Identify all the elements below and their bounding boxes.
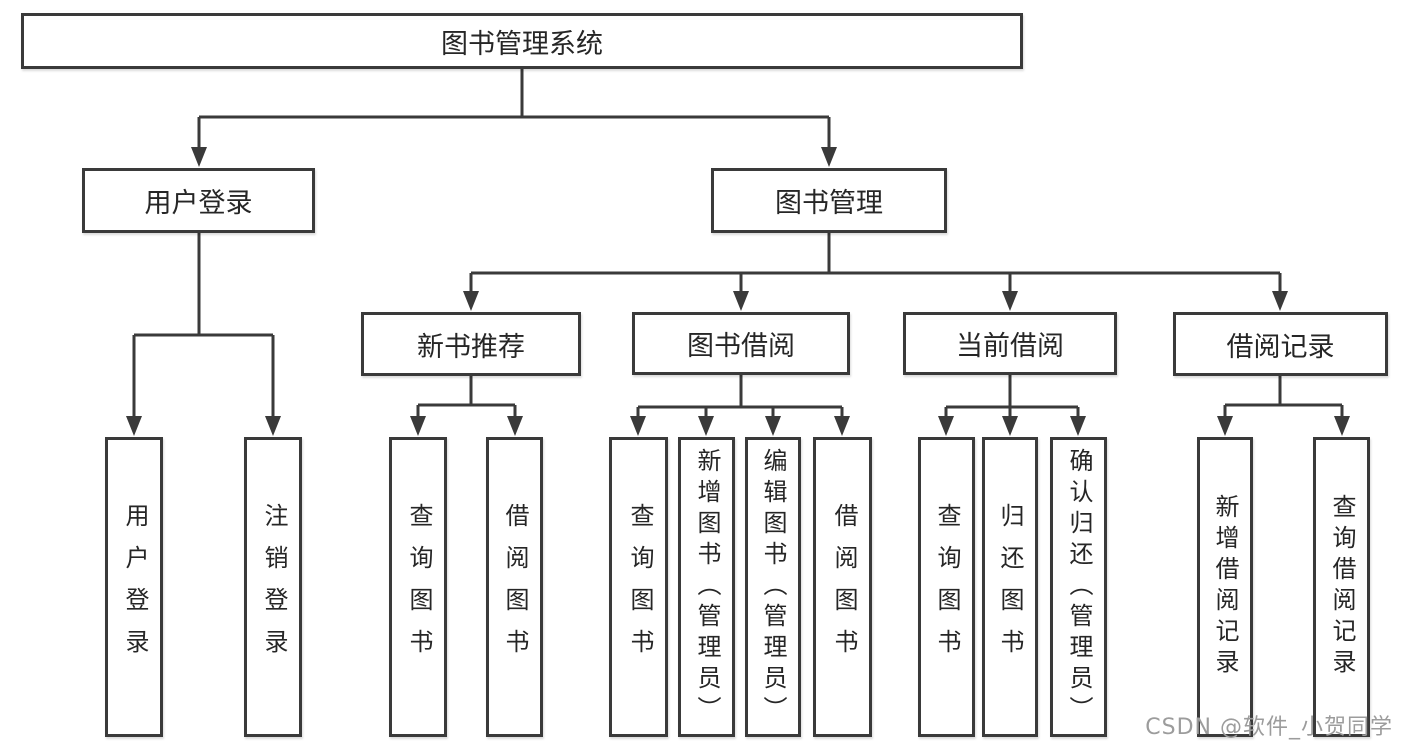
leaf-add-book-admin: 新增图书（管理员） — [678, 437, 735, 737]
node-borrowing-records: 借阅记录 — [1173, 312, 1388, 376]
leaf-confirm-return-admin: 确认归还（管理员） — [1050, 437, 1107, 737]
leaf-edit-book-admin: 编辑图书（管理员） — [745, 437, 801, 737]
node-current-borrowing: 当前借阅 — [903, 312, 1117, 375]
leaf-borrow-books-borrowing: 借阅图书 — [813, 437, 872, 737]
leaf-query-books-borrowing: 查询图书 — [609, 437, 668, 737]
node-book-management: 图书管理 — [711, 168, 947, 233]
leaf-query-books-current: 查询图书 — [918, 437, 975, 737]
leaf-add-borrow-record: 新增借阅记录 — [1197, 437, 1253, 737]
node-library-management-system: 图书管理系统 — [21, 13, 1023, 69]
leaf-query-books-recommend: 查询图书 — [389, 437, 447, 737]
leaf-return-books: 归还图书 — [982, 437, 1038, 737]
node-new-book-recommendation: 新书推荐 — [361, 312, 581, 376]
leaf-query-borrow-record: 查询借阅记录 — [1313, 437, 1370, 737]
node-book-borrowing: 图书借阅 — [632, 312, 850, 375]
watermark: CSDN @软件_小贺同学 — [1145, 715, 1393, 740]
leaf-user-login: 用户登录 — [105, 437, 163, 737]
leaf-borrow-books-recommend: 借阅图书 — [486, 437, 543, 737]
leaf-logout: 注销登录 — [244, 437, 302, 737]
node-user-login: 用户登录 — [82, 168, 315, 233]
